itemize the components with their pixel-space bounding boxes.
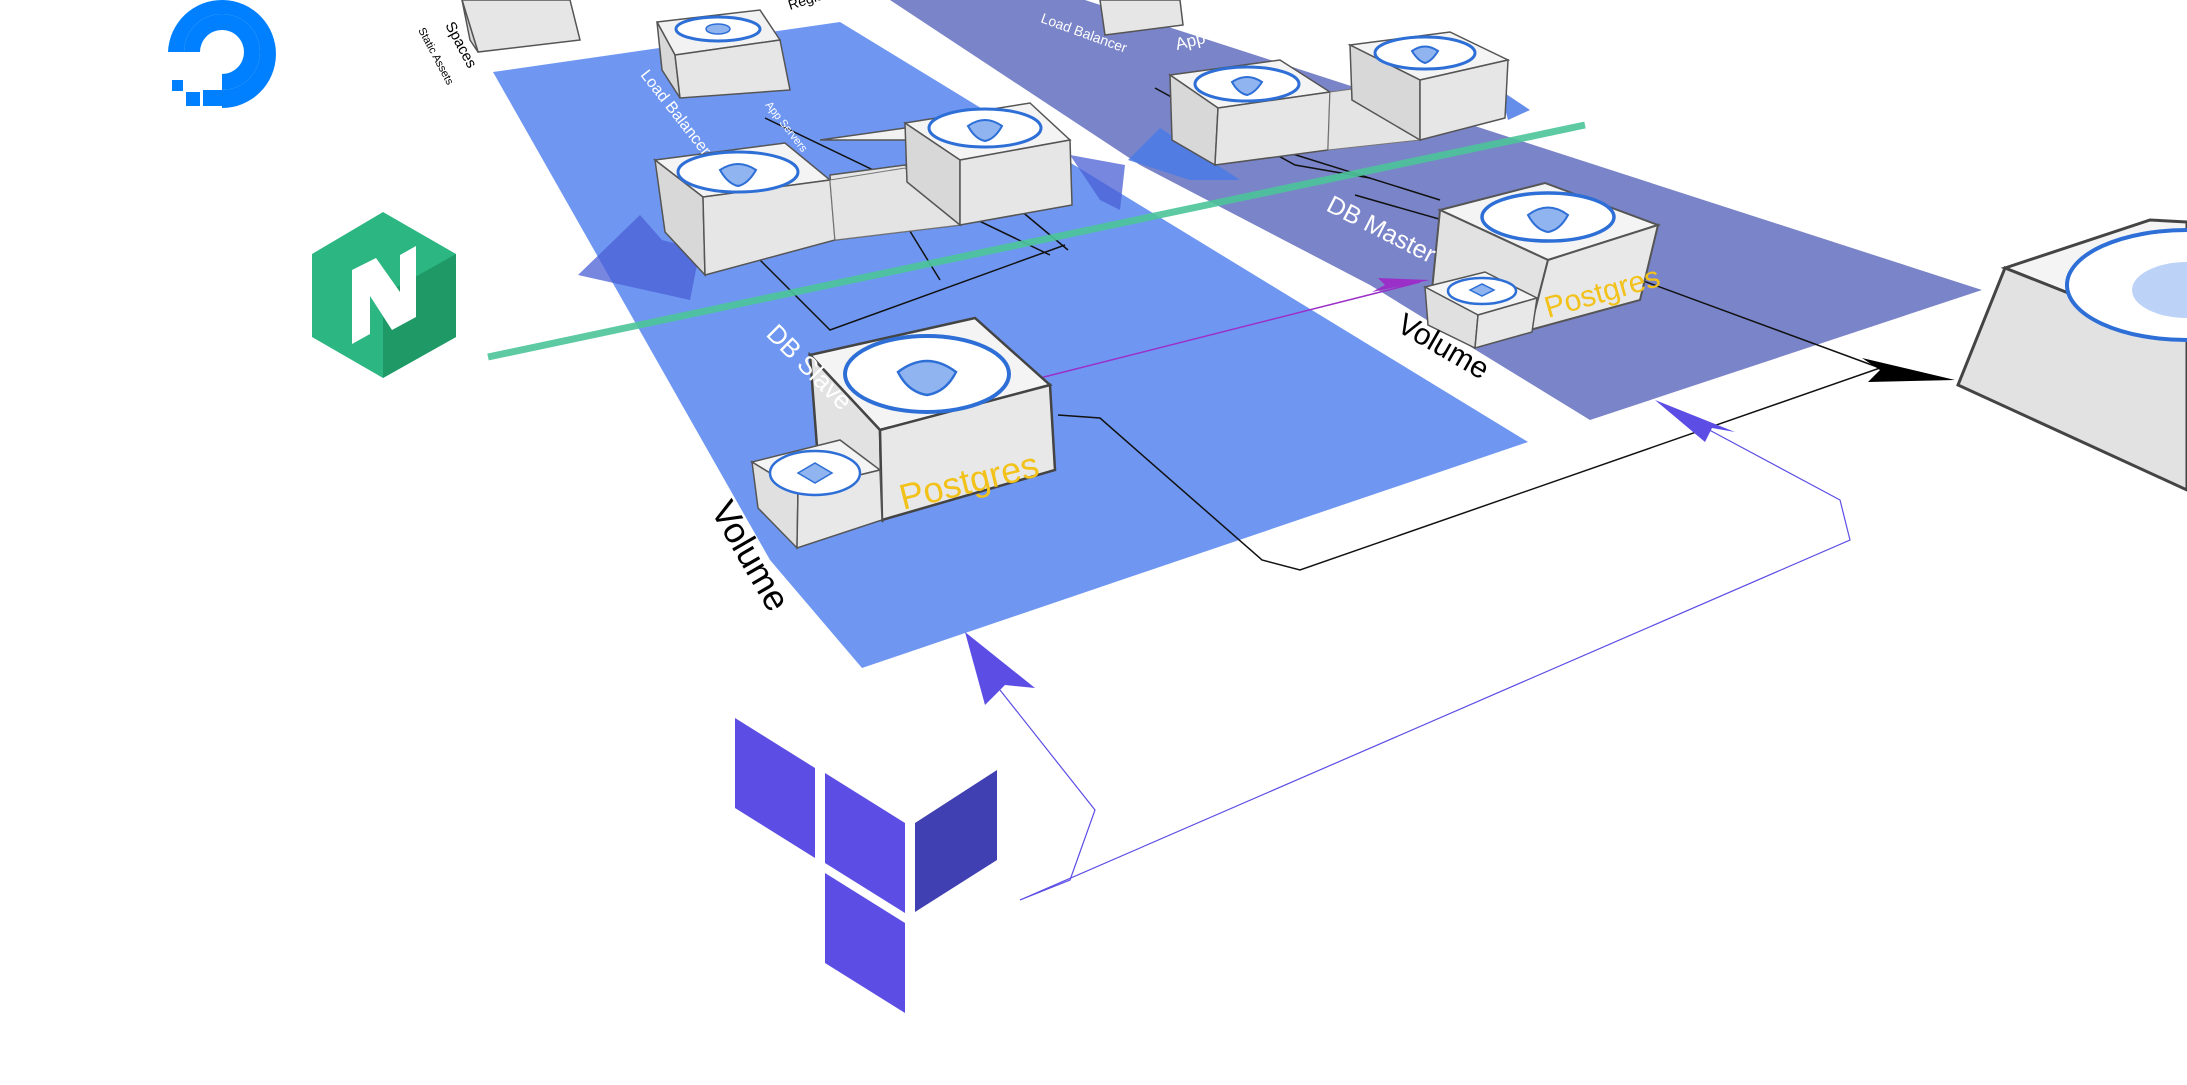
app-server-group-right xyxy=(1167,31,1511,167)
db-slave-box: Postgres xyxy=(750,316,1057,550)
region-right-plane xyxy=(890,0,1982,420)
replication-line xyxy=(1039,281,1421,379)
traffic-arrow-mid xyxy=(1070,155,1125,210)
replication-arrowhead xyxy=(1372,278,1430,292)
nomad-logo xyxy=(312,212,456,378)
offscreen-box-right xyxy=(1956,218,2187,492)
terraform-lines xyxy=(999,424,1851,901)
terraform-logo xyxy=(735,718,997,1013)
traffic-arrow-right xyxy=(1128,128,1240,180)
db-master-box: Postgres xyxy=(1422,181,1664,350)
registry-label: Registry P xyxy=(786,0,852,13)
traffic-arrow-top-right xyxy=(1500,90,1530,120)
load-balancer-box-left xyxy=(655,9,791,99)
arrowhead-terraform-left xyxy=(965,632,1035,705)
arrowhead-terraform-right xyxy=(1655,400,1735,442)
overlay-line-green xyxy=(487,121,1586,361)
traffic-arrow-left xyxy=(578,215,700,300)
spaces-box xyxy=(461,0,581,53)
arrowhead-right xyxy=(1862,358,1955,382)
load-balancer-box-right xyxy=(1099,0,1184,36)
app-server-group-left xyxy=(653,102,1073,277)
digitalocean-logo xyxy=(168,0,276,109)
